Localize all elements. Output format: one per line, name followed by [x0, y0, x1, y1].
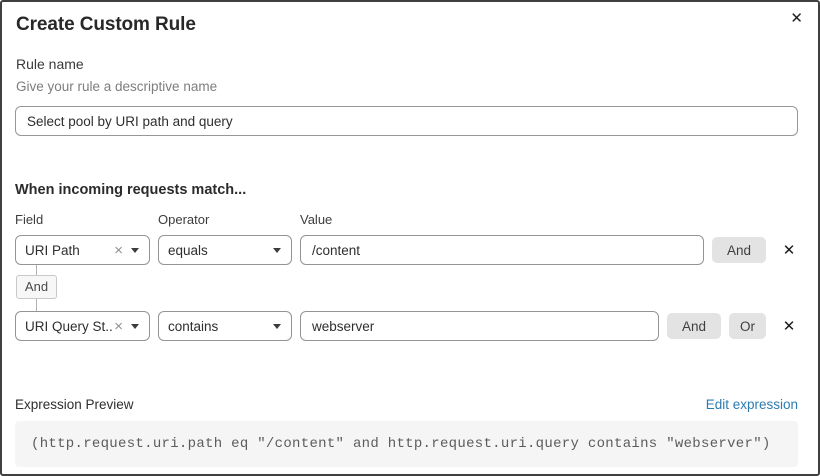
expression-preview-label: Expression Preview	[15, 397, 134, 412]
field-column-label: Field	[15, 212, 44, 227]
rule-name-label: Rule name	[16, 56, 84, 72]
connector-line	[36, 265, 37, 275]
condition-row: URI Query St... × contains And Or ✕	[15, 311, 798, 341]
value-column-label: Value	[300, 212, 333, 227]
close-icon[interactable]: ✕	[790, 10, 803, 27]
operator-column-label: Operator	[158, 212, 210, 227]
condition-connector: And	[16, 265, 57, 311]
field-select-value: URI Query St...	[25, 318, 115, 334]
operator-select[interactable]: contains	[158, 311, 292, 341]
chevron-down-icon	[273, 247, 281, 253]
condition-column-labels: Field Operator Value	[15, 212, 798, 227]
remove-condition-icon[interactable]: ✕	[782, 317, 796, 335]
expression-preview-header: Expression Preview Edit expression	[15, 397, 798, 412]
match-section-heading: When incoming requests match...	[15, 182, 247, 198]
remove-condition-icon[interactable]: ✕	[782, 241, 796, 259]
add-or-condition-button[interactable]: Or	[729, 313, 766, 339]
chevron-down-icon	[273, 323, 281, 329]
operator-select-value: equals	[168, 242, 208, 258]
and-connector-badge: And	[16, 275, 57, 299]
connector-line	[36, 299, 37, 311]
field-select[interactable]: URI Query St... ×	[15, 311, 150, 341]
value-input[interactable]	[300, 235, 704, 265]
operator-select-value: contains	[168, 318, 219, 334]
field-select[interactable]: URI Path ×	[15, 235, 150, 265]
edit-expression-link[interactable]: Edit expression	[705, 397, 798, 412]
condition-row: URI Path × equals And ✕	[15, 235, 798, 265]
chevron-down-icon	[131, 323, 139, 329]
chevron-down-icon	[131, 247, 139, 253]
rule-name-helper-text: Give your rule a descriptive name	[16, 79, 218, 94]
dialog-title: Create Custom Rule	[16, 14, 196, 35]
operator-select[interactable]: equals	[158, 235, 292, 265]
clear-field-icon[interactable]: ×	[114, 241, 123, 259]
expression-preview-code: (http.request.uri.path eq "/content" and…	[15, 421, 798, 467]
add-and-condition-button[interactable]: And	[711, 237, 766, 263]
field-select-value: URI Path	[25, 242, 80, 258]
clear-field-icon[interactable]: ×	[114, 317, 123, 335]
rule-name-input[interactable]	[15, 106, 798, 136]
value-input[interactable]	[300, 311, 659, 341]
add-and-condition-button[interactable]: And	[666, 313, 721, 339]
